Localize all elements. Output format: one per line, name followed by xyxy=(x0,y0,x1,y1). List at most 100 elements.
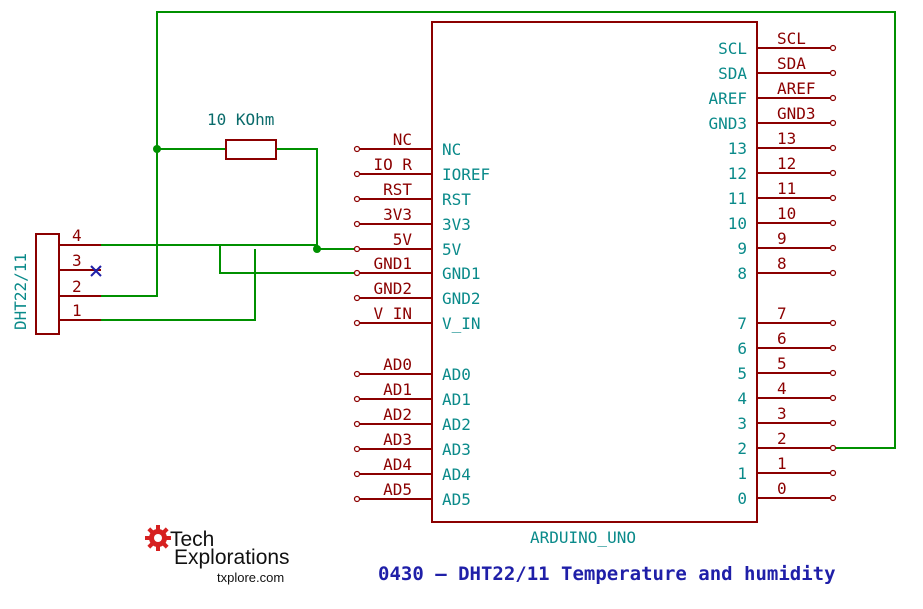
arduino-left-ext-label: GND1 xyxy=(373,254,412,273)
pin-endpoint xyxy=(353,420,361,428)
arduino-left-ext-label: V_IN xyxy=(373,304,412,323)
pin-endpoint xyxy=(353,245,361,253)
arduino-left-ext-label: AD1 xyxy=(383,380,412,399)
arduino-right-ext-label: GND3 xyxy=(777,104,816,123)
logo-line1: Tech xyxy=(170,528,214,551)
pin-endpoint xyxy=(353,170,361,178)
arduino-left-int-label: AD3 xyxy=(442,440,471,459)
pin-endpoint xyxy=(829,144,837,152)
wire-gnd-to-gnd1 xyxy=(62,244,360,274)
arduino-right-ext-label: 13 xyxy=(777,129,796,148)
resistor-value: 10 KOhm xyxy=(207,110,274,129)
pin-endpoint xyxy=(829,319,837,327)
arduino-right-ext-label: 7 xyxy=(777,304,787,323)
pin-endpoint xyxy=(829,344,837,352)
arduino-left-int-label: V_IN xyxy=(442,314,481,333)
arduino-left-int-label: AD1 xyxy=(442,390,471,409)
gear-icon xyxy=(145,525,171,551)
pin-endpoint xyxy=(353,195,361,203)
arduino-right-ext-label: SCL xyxy=(777,29,806,48)
arduino-right-ext-label: 8 xyxy=(777,254,787,273)
wire-data-line xyxy=(101,11,896,449)
diagram-title: 0430 – DHT22/11 Temperature and humidity xyxy=(378,563,836,585)
arduino-right-ext-label: 12 xyxy=(777,154,796,173)
arduino-right-int-label: 6 xyxy=(737,339,747,358)
arduino-right-int-label: 12 xyxy=(728,164,747,183)
tech-explorations-logo: Tech Explorations txplore.com xyxy=(145,525,290,585)
arduino-left-ext-label: AD4 xyxy=(383,455,412,474)
arduino-left-ext-label: RST xyxy=(383,180,412,199)
arduino-right-int-label: 8 xyxy=(737,264,747,283)
arduino-right-int-label: 11 xyxy=(728,189,747,208)
pin-endpoint xyxy=(829,219,837,227)
pin-endpoint xyxy=(353,470,361,478)
arduino-left-ext-label: GND2 xyxy=(373,279,412,298)
arduino-right-int-label: 7 xyxy=(737,314,747,333)
pin-endpoint xyxy=(353,495,361,503)
arduino-right-int-label: SDA xyxy=(718,64,747,83)
pin-endpoint xyxy=(353,395,361,403)
logo-line2: Explorations xyxy=(174,546,290,569)
pin-endpoint xyxy=(829,44,837,52)
wire-gnd xyxy=(62,249,256,321)
arduino-right-int-label: 13 xyxy=(728,139,747,158)
no-connect-marker xyxy=(90,265,102,277)
pin-endpoint xyxy=(353,269,361,277)
arduino-left-int-label: 5V xyxy=(442,240,462,259)
sensor-pin-number: 1 xyxy=(72,301,82,320)
arduino-left-int-label: AD4 xyxy=(442,465,471,484)
arduino-left-int-label: NC xyxy=(442,140,461,159)
logo-url: txplore.com xyxy=(217,570,284,585)
arduino-left-int-label: AD5 xyxy=(442,490,471,509)
pin-endpoint xyxy=(829,94,837,102)
arduino-right-ext-label: 1 xyxy=(777,454,787,473)
arduino-right-ext-label: 5 xyxy=(777,354,787,373)
pin-endpoint xyxy=(353,445,361,453)
arduino-right-int-label: 1 xyxy=(737,464,747,483)
pin-endpoint xyxy=(829,394,837,402)
junction-dot-5v xyxy=(313,245,321,253)
arduino-right-int-label: 0 xyxy=(737,489,747,508)
arduino-right-int-label: 10 xyxy=(728,214,747,233)
pin-endpoint xyxy=(353,319,361,327)
sensor-pin-number: 4 xyxy=(72,226,82,245)
arduino-left-int-label: AD0 xyxy=(442,365,471,384)
arduino-left-int-label: RST xyxy=(442,190,471,209)
arduino-left-int-label: 3V3 xyxy=(442,215,471,234)
sensor-body xyxy=(35,233,60,335)
pin-endpoint xyxy=(829,369,837,377)
arduino-right-int-label: AREF xyxy=(708,89,747,108)
arduino-right-ext-label: 6 xyxy=(777,329,787,348)
dht-sensor: DHT22/11 4 3 2 1 xyxy=(11,226,101,335)
resistor: 10 KOhm xyxy=(207,110,277,160)
arduino-left-int-label: GND2 xyxy=(442,289,481,308)
arduino-left-ext-label: 5V xyxy=(393,230,413,249)
pin-endpoint xyxy=(829,419,837,427)
arduino-right-ext-label: 0 xyxy=(777,479,787,498)
arduino-right-ext-label: 10 xyxy=(777,204,796,223)
arduino-ref: ARDUINO_UNO xyxy=(530,528,636,547)
pin-endpoint xyxy=(829,494,837,502)
arduino-uno: ARDUINO_UNO NCNCIO_RIOREFRSTRST3V33V35V5… xyxy=(353,21,837,547)
arduino-right-ext-label: 9 xyxy=(777,229,787,248)
arduino-left-int-label: GND1 xyxy=(442,264,481,283)
wires xyxy=(62,11,896,449)
pin-endpoint xyxy=(829,194,837,202)
pin-endpoint xyxy=(353,370,361,378)
arduino-right-ext-label: 3 xyxy=(777,404,787,423)
pin-endpoint xyxy=(829,444,837,452)
resistor-body xyxy=(225,139,277,160)
pin-endpoint xyxy=(829,244,837,252)
sensor-ref: DHT22/11 xyxy=(11,253,30,330)
arduino-left-ext-label: AD2 xyxy=(383,405,412,424)
arduino-left-ext-label: IO_R xyxy=(373,155,412,174)
sensor-pin-number: 3 xyxy=(72,251,82,270)
sensor-pin-number: 2 xyxy=(72,277,82,296)
arduino-right-int-label: 4 xyxy=(737,389,747,408)
arduino-right-ext-label: SDA xyxy=(777,54,806,73)
pin-endpoint xyxy=(829,269,837,277)
pin-endpoint xyxy=(829,69,837,77)
arduino-left-ext-label: NC xyxy=(393,130,412,149)
arduino-left-ext-label: AD3 xyxy=(383,430,412,449)
